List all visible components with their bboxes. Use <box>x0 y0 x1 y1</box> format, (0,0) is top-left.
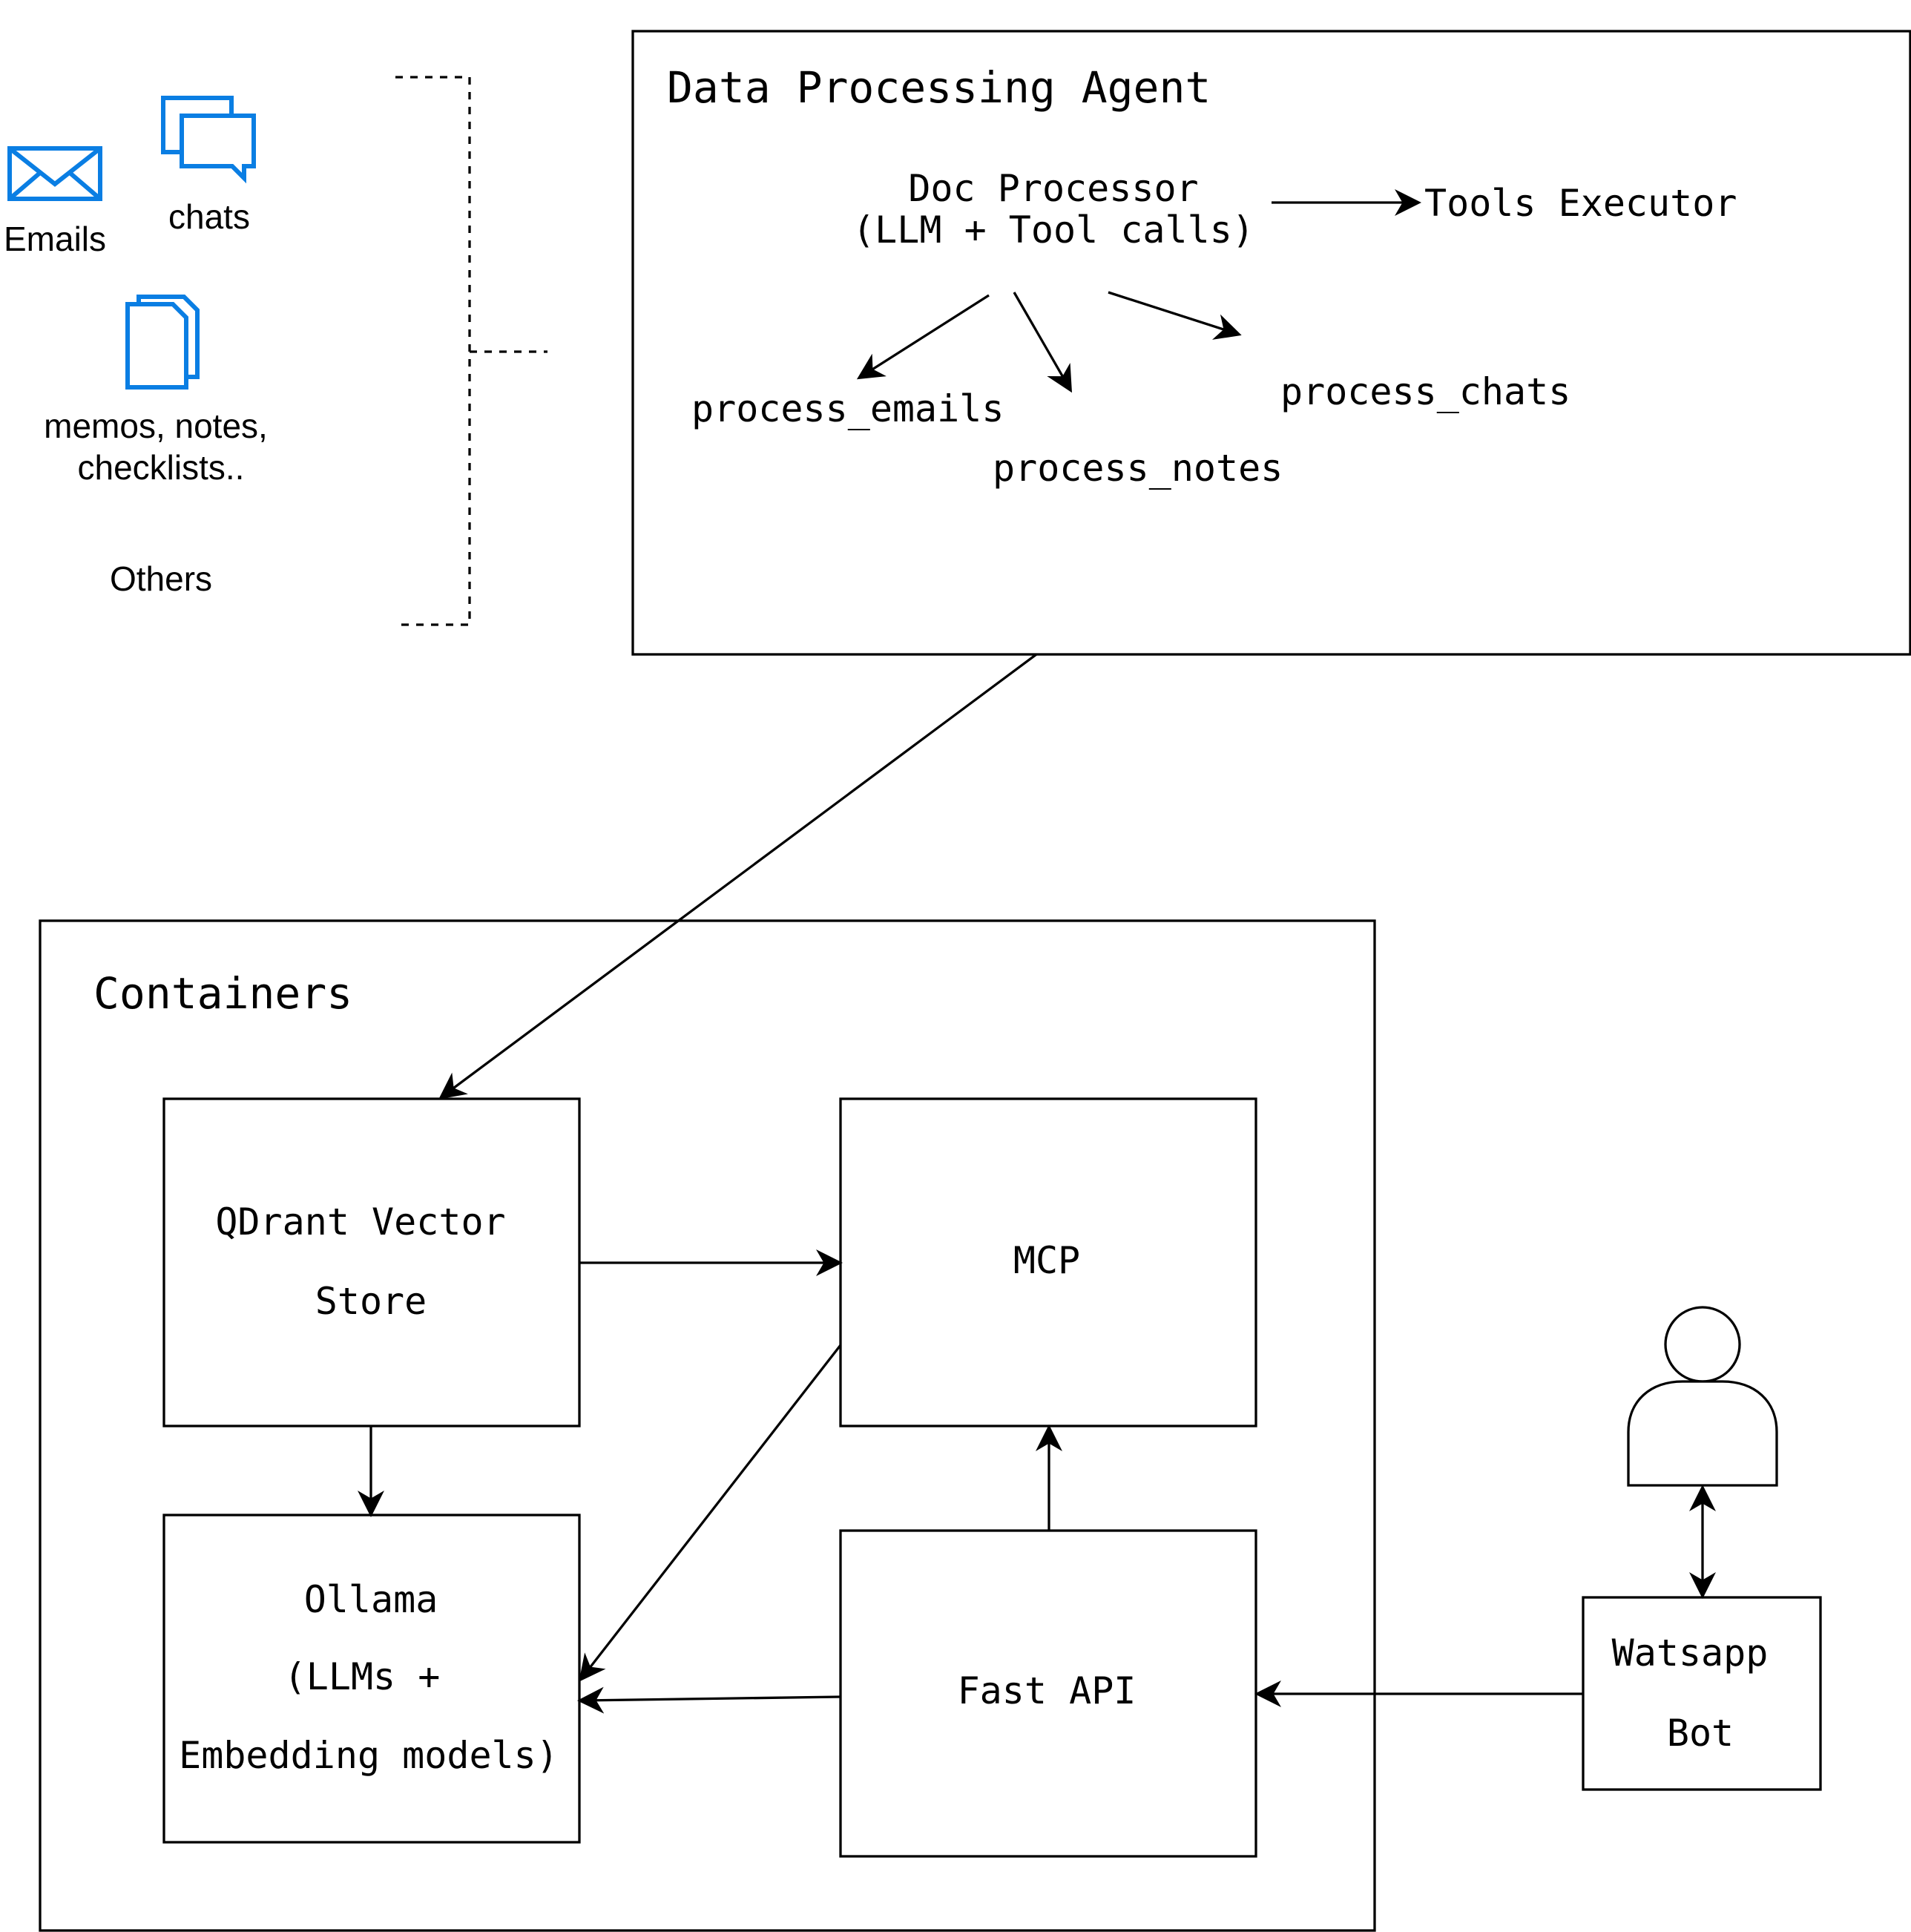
qdrant-box <box>162 1097 581 1427</box>
data-processing-agent-box <box>631 30 1911 656</box>
chats-label: chats <box>168 197 250 236</box>
envelope-icon <box>7 146 102 201</box>
edge-agent-to-qdrant <box>438 653 1037 1100</box>
edge-doc-to-emails <box>856 294 990 380</box>
emails-label: Emails <box>4 220 106 258</box>
edge-mcp-to-ollama <box>579 1344 842 1682</box>
process-notes-label: process_notes <box>993 447 1283 490</box>
user-icon <box>1627 1306 1778 1487</box>
memos-label-line2: checklists.. <box>78 448 245 487</box>
chat-bubbles-icon <box>161 96 256 184</box>
containers-title: Containers <box>93 968 352 1019</box>
ollama-label-line1: Ollama <box>304 1578 438 1621</box>
qdrant-label-line2: Store <box>315 1280 427 1323</box>
ollama-label-line2: (LLMs + <box>284 1655 441 1698</box>
watsapp-bot-box <box>1582 1596 1822 1791</box>
edge-doc-to-notes <box>1013 292 1072 393</box>
tools-executor-label: Tools Executor <box>1424 182 1737 225</box>
doc-processor-line2: (LLM + Tool calls) <box>852 208 1254 252</box>
process-chats-label: process_chats <box>1280 370 1570 413</box>
fastapi-label: Fast API <box>958 1669 1137 1712</box>
documents-icon <box>125 295 200 390</box>
memos-label-line1: memos, notes, <box>44 407 268 445</box>
doc-processor-line1: Doc Processor <box>908 167 1198 210</box>
edge-doc-to-chats <box>1108 291 1242 340</box>
sources-bracket <box>395 76 547 626</box>
others-label: Others <box>110 559 212 598</box>
mcp-label: MCP <box>1013 1239 1080 1282</box>
bot-label-line2: Bot <box>1667 1712 1734 1755</box>
process-emails-label: process_emails <box>691 387 1004 430</box>
agent-title: Data Processing Agent <box>667 62 1211 113</box>
edge-fastapi-to-ollama <box>577 1686 841 1714</box>
qdrant-label-line1: QDrant Vector <box>215 1200 505 1243</box>
ollama-label-line3: Embedding models) <box>179 1734 559 1777</box>
bot-label-line1: Watsapp <box>1612 1632 1769 1675</box>
containers-box <box>39 919 1376 1932</box>
